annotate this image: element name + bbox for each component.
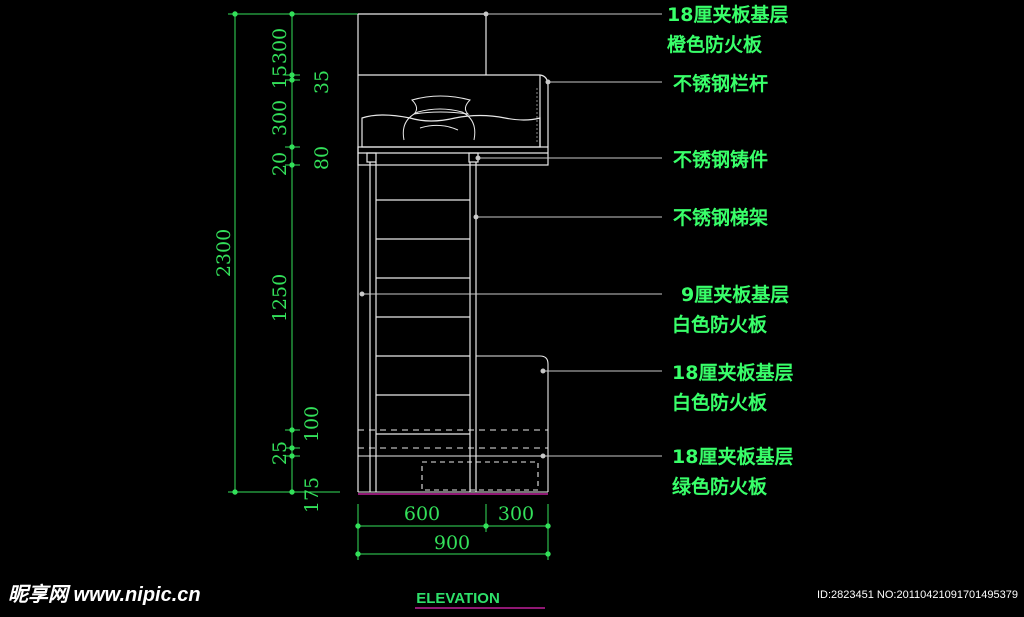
dim-width-900: 900 [434, 532, 470, 554]
lower-cabinet [358, 355, 549, 493]
dim-segment-15: 15 [269, 65, 291, 89]
dim-width-300: 300 [498, 503, 534, 525]
dim-segment-20: 20 [269, 152, 291, 176]
vertical-dimension-lines [228, 11, 360, 495]
drawing-title: ELEVATION [416, 590, 500, 607]
dim-segment-300-mid: 300 [269, 100, 291, 136]
dim-segment-1250: 1250 [269, 274, 291, 322]
label-5-line1: 9厘夹板基层 [681, 283, 789, 306]
dim-segment-35: 35 [311, 70, 333, 94]
ladder [366, 152, 479, 492]
dim-segment-100: 100 [301, 406, 323, 442]
dim-segment-300-top: 300 [269, 28, 291, 64]
dim-total-2300: 2300 [213, 229, 235, 277]
dim-segment-175: 175 [301, 477, 323, 513]
watermark-site: 昵享网 www.nipic.cn [8, 583, 201, 606]
material-labels: 18厘夹板基层 橙色防火板 不锈钢栏杆 不锈钢铸件 不锈钢梯架 9厘夹板基层 白… [667, 3, 793, 498]
horizontal-dimension-lines [355, 504, 551, 560]
label-6-line1: 18厘夹板基层 [672, 361, 793, 384]
dim-segment-25: 25 [269, 441, 291, 465]
label-5-line2: 白色防火板 [672, 313, 768, 336]
label-1-line1: 18厘夹板基层 [667, 3, 788, 26]
label-2: 不锈钢栏杆 [673, 72, 768, 95]
watermark-id: ID:2823451 NO:20110421091701495379 [817, 589, 1018, 601]
label-7-line1: 18厘夹板基层 [672, 445, 793, 468]
pillow-shape [402, 95, 476, 141]
label-7-line2: 绿色防火板 [672, 475, 768, 498]
loft-bed-outline [357, 13, 549, 492]
label-3: 不锈钢铸件 [673, 148, 768, 171]
leader-lines [359, 11, 662, 459]
dim-width-600: 600 [404, 503, 440, 525]
label-1-line2: 橙色防火板 [667, 33, 763, 56]
label-4: 不锈钢梯架 [673, 206, 768, 229]
label-6-line2: 白色防火板 [672, 391, 768, 414]
dim-segment-80: 80 [311, 146, 333, 170]
